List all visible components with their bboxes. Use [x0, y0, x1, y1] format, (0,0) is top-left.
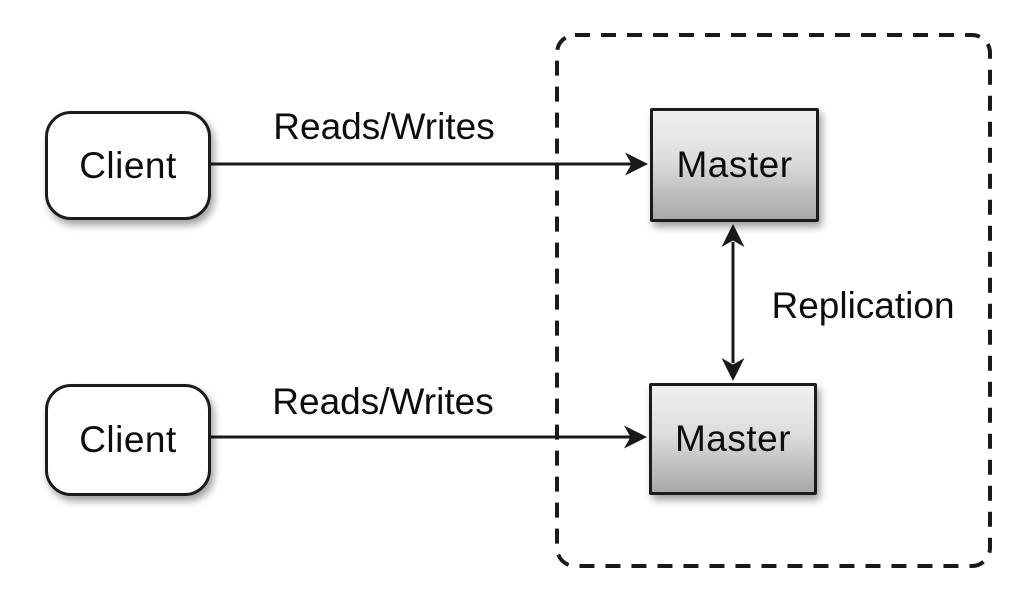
- arrowhead-right-icon: [625, 152, 648, 176]
- arrowhead-right-icon: [624, 425, 647, 449]
- client-node-top: Client: [45, 111, 211, 220]
- client-node-bottom-label: Client: [79, 419, 177, 460]
- replication-arrow: [721, 224, 745, 381]
- masters-group-dashed-border: [555, 33, 992, 568]
- reads-writes-arrow-bottom: [211, 425, 647, 449]
- replication-label: Replication: [771, 285, 955, 326]
- master-node-bottom: Master: [649, 383, 817, 495]
- arrowhead-down-icon: [721, 358, 745, 381]
- reads-writes-arrow-top: [211, 152, 648, 176]
- client-node-bottom: Client: [45, 384, 211, 496]
- arrowhead-up-icon: [721, 224, 745, 247]
- reads-writes-label-top: Reads/Writes: [273, 106, 495, 147]
- client-node-top-label: Client: [79, 144, 177, 186]
- master-node-top: Master: [650, 108, 819, 222]
- master-node-top-label: Master: [676, 144, 793, 185]
- master-node-bottom-label: Master: [674, 418, 792, 459]
- reads-writes-label-bottom: Reads/Writes: [272, 381, 494, 422]
